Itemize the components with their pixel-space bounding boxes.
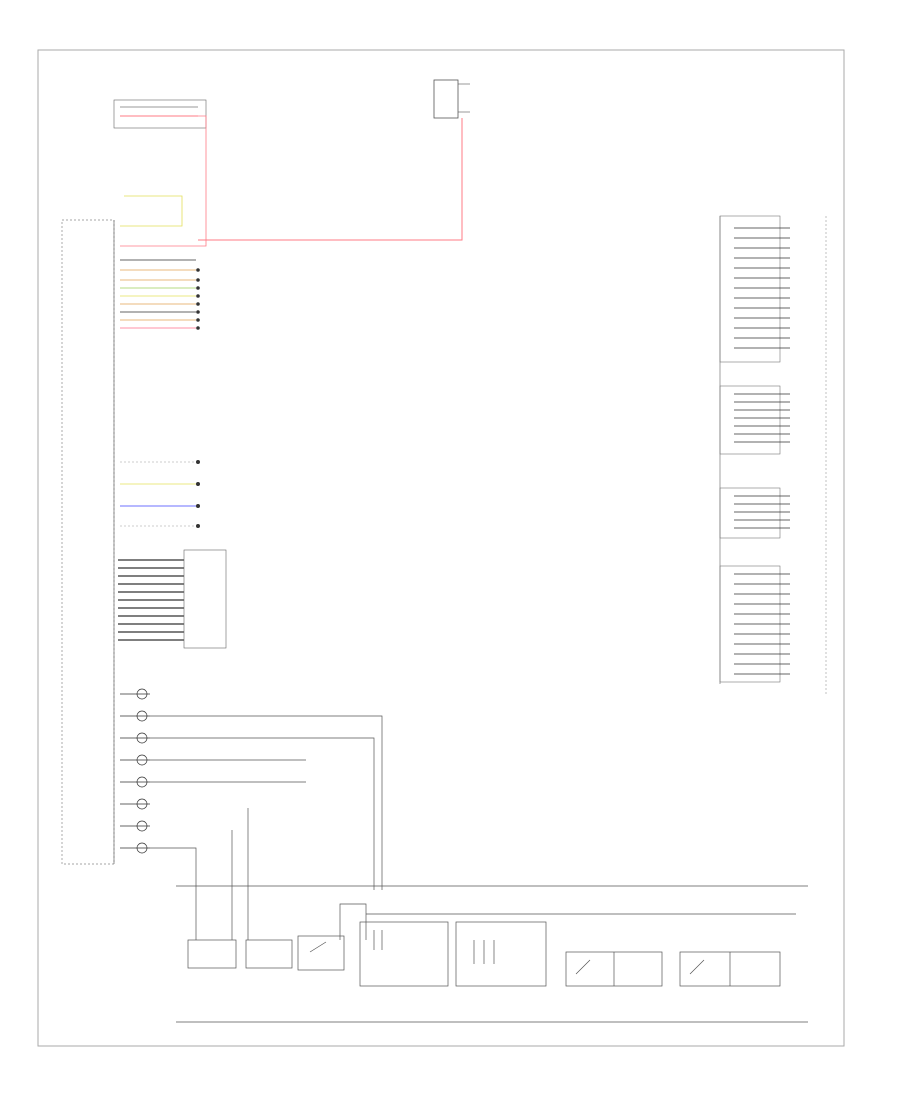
fuse-block [433,79,470,119]
right-module-1 [719,215,790,363]
signal-wires-lower [120,460,200,528]
top-left-connector [113,99,207,129]
right-module-2 [719,385,790,455]
right-module-4 [719,565,790,683]
diagram-frame [37,49,845,1047]
right-module-3 [719,487,790,539]
main-module-box [61,219,115,865]
steering-column-module [187,921,781,987]
yellow-wire-loop [120,195,183,227]
routing-wires [150,715,383,940]
power-wire-red [198,118,463,241]
wiring-harness [118,549,227,649]
signal-wires-upper [120,259,200,330]
right-module-stack [719,215,827,694]
power-wire-red-2 [120,115,207,247]
steering-angle-sensor [120,688,150,854]
